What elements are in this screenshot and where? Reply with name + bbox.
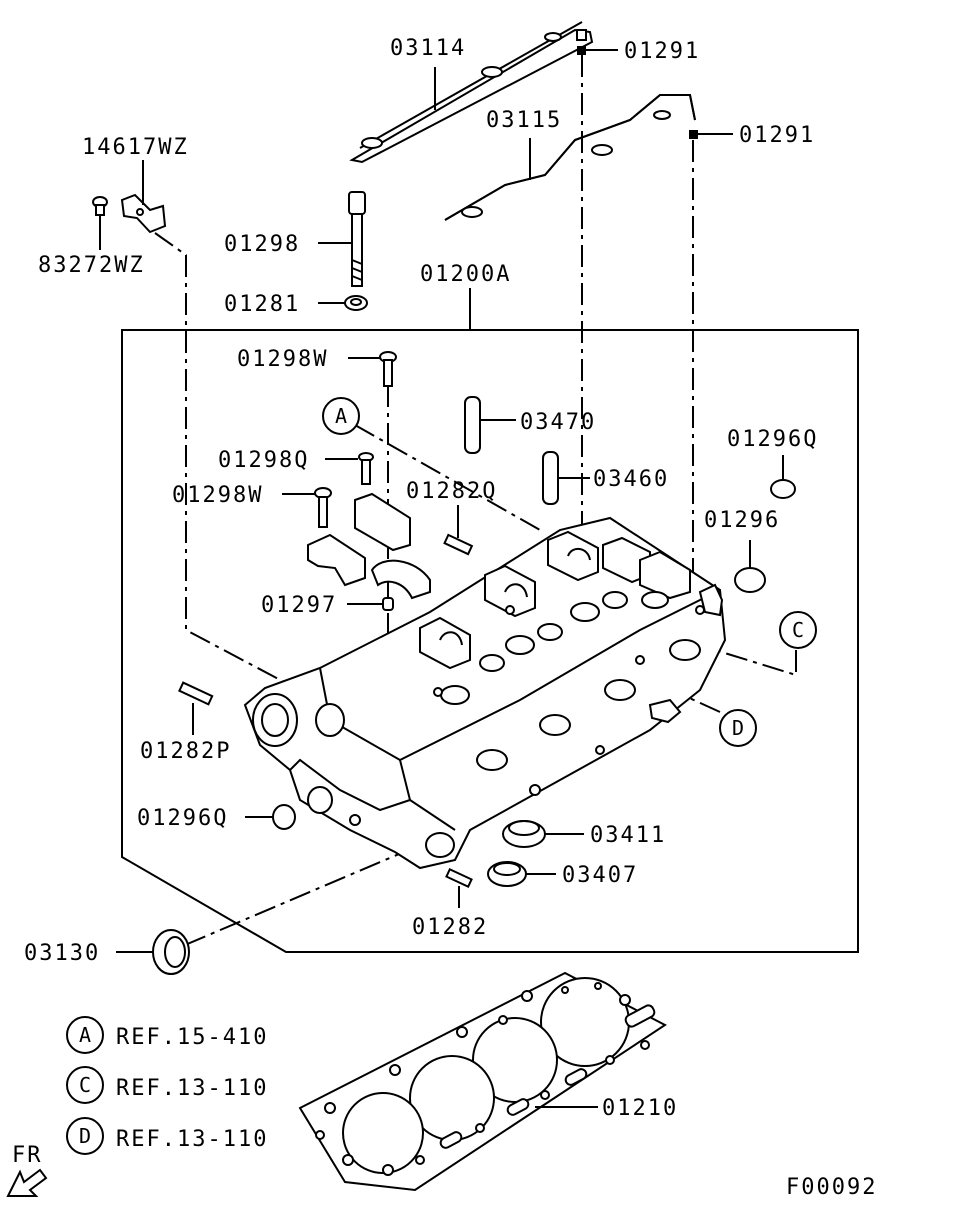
bolt-01298-thread — [351, 259, 363, 281]
callout-D-circle — [719, 709, 757, 747]
label-03460: 03460 — [593, 467, 669, 492]
label-01298W-top: 01298W — [237, 347, 328, 372]
pipe-03114-edge — [359, 21, 583, 149]
stud-01282P — [178, 681, 214, 706]
bolt-01298W-mid-shank — [318, 496, 328, 528]
stud-01282Q — [443, 533, 474, 556]
label-01298Q: 01298Q — [218, 448, 309, 473]
ref-mark-circle-2 — [66, 1066, 104, 1104]
label-03407: 03407 — [562, 863, 638, 888]
seal-03411-inner — [508, 820, 540, 836]
pipe-03115-clamp-2 — [591, 144, 613, 156]
bracket-hole — [136, 208, 144, 216]
label-01282Q: 01282Q — [406, 479, 497, 504]
label-01298: 01298 — [224, 232, 300, 257]
seal-03130 — [152, 929, 190, 975]
ref-text-1: REF.15-410 — [116, 1025, 268, 1050]
ref-mark-circle-1 — [66, 1016, 104, 1054]
bolt-01298W-top-shank — [383, 359, 393, 387]
seal-03407-inner — [493, 862, 521, 876]
label-03470: 03470 — [520, 410, 596, 435]
label-03115: 03115 — [486, 108, 562, 133]
washer-01281-hole — [350, 298, 362, 306]
pipe-03114-clamp-2 — [481, 66, 503, 78]
cam-cap-2 — [370, 559, 431, 600]
label-01298W-mid: 01298W — [172, 483, 263, 508]
pipe-03115-clamp-1 — [461, 206, 483, 218]
pipe-03114 — [349, 28, 594, 164]
label-01291-right: 01291 — [739, 123, 815, 148]
label-01296Q-left: 01296Q — [137, 806, 228, 831]
label-14617WZ: 14617WZ — [82, 135, 189, 160]
cam-cap-1 — [307, 533, 366, 587]
plug-01296 — [734, 567, 766, 593]
stud-01282 — [445, 867, 473, 889]
callout-A: A — [335, 404, 347, 428]
plug-01296Q-right — [770, 479, 796, 499]
callout-C: C — [792, 618, 804, 642]
seal-01291-top — [577, 46, 586, 55]
bolt-01298-shank — [351, 213, 363, 287]
ref-mark-2: C — [79, 1073, 91, 1097]
label-01282: 01282 — [412, 915, 488, 940]
pipe-03114-end — [576, 29, 587, 41]
label-01296Q-right: 01296Q — [727, 427, 818, 452]
guide-A — [354, 424, 541, 531]
label-01296: 01296 — [704, 508, 780, 533]
pipe-03114-clamp-3 — [544, 32, 562, 42]
label-01281: 01281 — [224, 292, 300, 317]
pipe-03115-clamp-3 — [653, 110, 671, 120]
label-01200A: 01200A — [420, 262, 511, 287]
dowel-01297 — [382, 597, 394, 611]
label-01210: 01210 — [602, 1096, 678, 1121]
label-01282P: 01282P — [140, 739, 231, 764]
ref-text-3: REF.13-110 — [116, 1127, 268, 1152]
gasket-01210 — [298, 971, 667, 1192]
dowel-03470 — [464, 396, 481, 454]
diagram-code: F00092 — [786, 1175, 877, 1200]
assembly-frame — [121, 329, 859, 953]
plug-01296Q-left — [272, 804, 296, 830]
seal-03130-inner — [164, 936, 186, 968]
bolt-83272WZ-shank — [95, 204, 105, 216]
label-03130: 03130 — [24, 941, 100, 966]
ref-text-2: REF.13-110 — [116, 1076, 268, 1101]
direction-arrow-icon — [6, 1168, 48, 1197]
label-83272WZ: 83272WZ — [38, 253, 145, 278]
guide-03130 — [184, 839, 433, 946]
cylinder-head — [243, 516, 727, 870]
pipe-03114-clamp-1 — [361, 137, 383, 149]
seal-01291-right — [689, 130, 698, 139]
ref-mark-circle-3 — [66, 1117, 104, 1155]
dowel-03460 — [542, 451, 559, 505]
label-03114: 03114 — [390, 36, 466, 61]
callout-A-circle — [322, 397, 360, 435]
bolt-01298Q-shank — [361, 459, 371, 485]
callout-D: D — [732, 716, 744, 740]
callout-C-circle — [779, 611, 817, 649]
direction-label: FR — [12, 1143, 43, 1168]
cap-block — [354, 492, 411, 552]
guide-14617WZ — [154, 232, 319, 701]
ref-mark-3: D — [79, 1124, 91, 1148]
label-01291-top: 01291 — [624, 39, 700, 64]
ref-mark-1: A — [79, 1023, 91, 1047]
label-03411: 03411 — [590, 823, 666, 848]
label-01297: 01297 — [261, 593, 337, 618]
bolt-01298-head — [348, 191, 366, 215]
pipe-03115-inner — [444, 94, 696, 221]
reference-legend: A REF.15-410 C REF.13-110 D REF.13-110 — [66, 1016, 268, 1155]
